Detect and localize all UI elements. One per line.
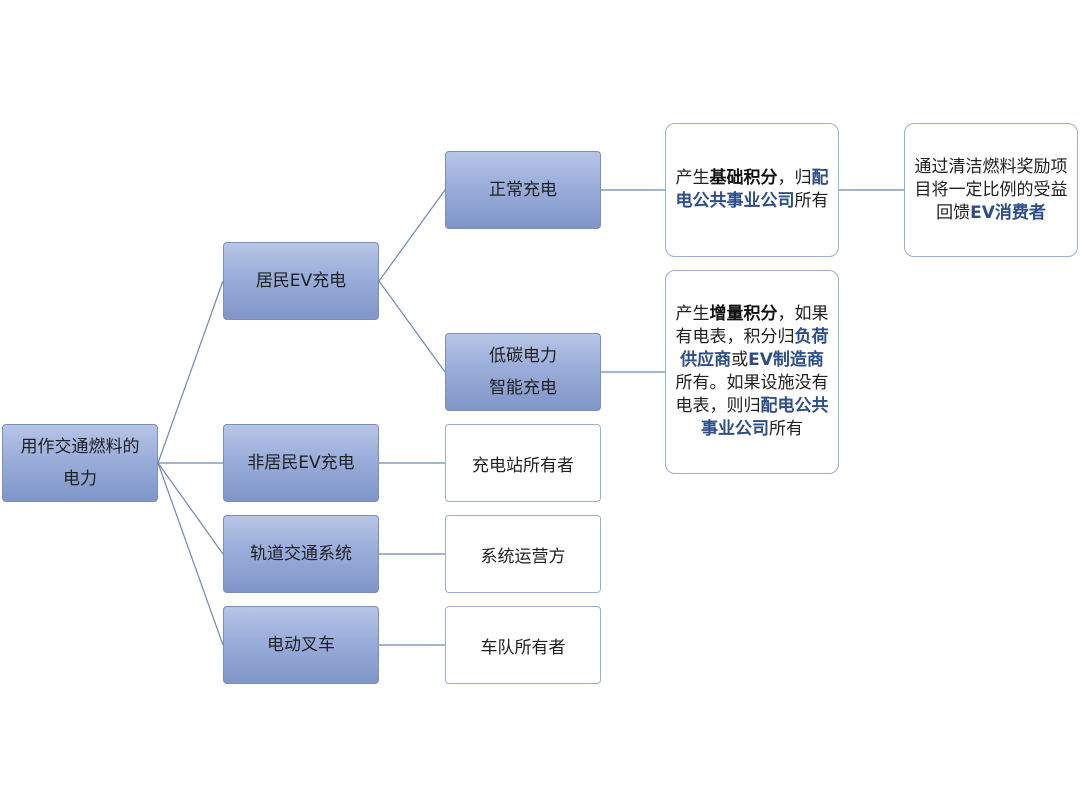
- node-rail-transit: 轨道交通系统: [223, 515, 379, 593]
- connector-root-forklift: [157, 462, 224, 646]
- node-residential-ev-charging: 居民EV充电: [223, 242, 379, 320]
- node-base-credit: 产生基础积分，归配电公共事业公司所有: [665, 123, 839, 257]
- connector-residential-lowcarbon: [378, 280, 446, 373]
- base-credit-text: 产生基础积分，归配电公共事业公司所有: [675, 168, 829, 211]
- node-nonresidential-ev-charging: 非居民EV充电: [223, 424, 379, 502]
- connector-root-residential: [157, 280, 224, 464]
- node-electric-forklift: 电动叉车: [223, 606, 379, 684]
- connector-residential-normal: [378, 189, 446, 282]
- node-normal-charging: 正常充电: [445, 151, 601, 229]
- node-root: 用作交通燃料的电力: [2, 424, 158, 502]
- node-lowcarbon-smart-charging: 低碳电力 智能充电: [445, 333, 601, 411]
- reward-text: 通过清洁燃料奖励项目将一定比例的受益回馈EV消费者: [914, 156, 1068, 223]
- node-incremental-credit: 产生增量积分，如果有电表，积分归负荷供应商或EV制造商所有。如果设施没有电表，则…: [665, 270, 839, 474]
- node-fleet-owner: 车队所有者: [445, 606, 601, 684]
- node-system-operator: 系统运营方: [445, 515, 601, 593]
- connector-root-rail: [157, 462, 224, 555]
- node-charging-station-owner: 充电站所有者: [445, 424, 601, 502]
- node-clean-fuel-reward: 通过清洁燃料奖励项目将一定比例的受益回馈EV消费者: [904, 123, 1078, 257]
- incremental-credit-text: 产生增量积分，如果有电表，积分归负荷供应商或EV制造商所有。如果设施没有电表，则…: [675, 304, 829, 439]
